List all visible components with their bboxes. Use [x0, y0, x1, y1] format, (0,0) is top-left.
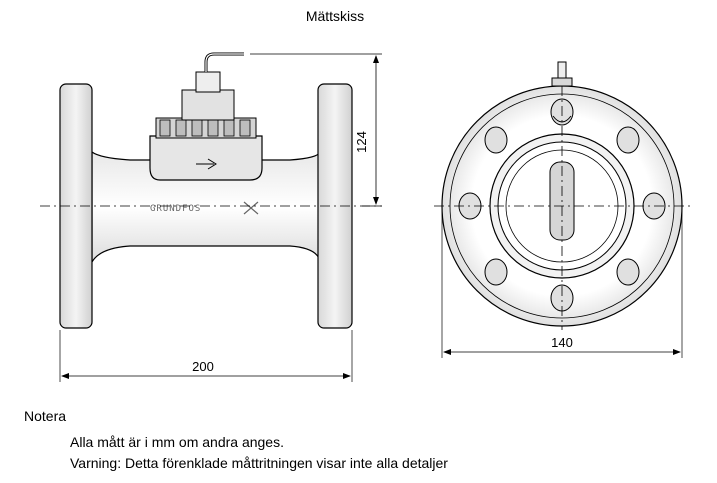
- sensor-head: [181, 89, 235, 121]
- grundfos-logo: GRUNDFOS: [150, 204, 201, 214]
- drawing-title: Mättskiss: [305, 8, 365, 24]
- notes-heading: Notera: [24, 408, 67, 424]
- bolt-hole: [616, 258, 640, 286]
- front-sensor-nut: [551, 77, 573, 87]
- grundfos-logo-mark: [243, 201, 259, 215]
- length-dimension-label: 200: [192, 359, 214, 374]
- sensor-cap: [195, 71, 221, 93]
- sensor-housing: [149, 135, 263, 181]
- bolt-hole: [484, 126, 508, 154]
- height-dimension-label: 124: [354, 131, 369, 153]
- sensor-cable: [204, 52, 244, 72]
- front-sensor-stub: [557, 61, 567, 81]
- bolt-hole: [484, 258, 508, 286]
- front-view: 140: [434, 61, 690, 358]
- mount-teeth: [159, 119, 251, 137]
- note-line-units: Alla mått är i mm om andra anges.: [70, 434, 284, 450]
- bolt-hole: [616, 126, 640, 154]
- side-view: GRUNDFOS 124 200: [40, 52, 382, 382]
- flow-direction-arrow: [196, 158, 217, 170]
- note-line-warning: Varning: Detta förenklade måttritningen …: [70, 455, 448, 471]
- diameter-dimension-label: 140: [551, 335, 573, 350]
